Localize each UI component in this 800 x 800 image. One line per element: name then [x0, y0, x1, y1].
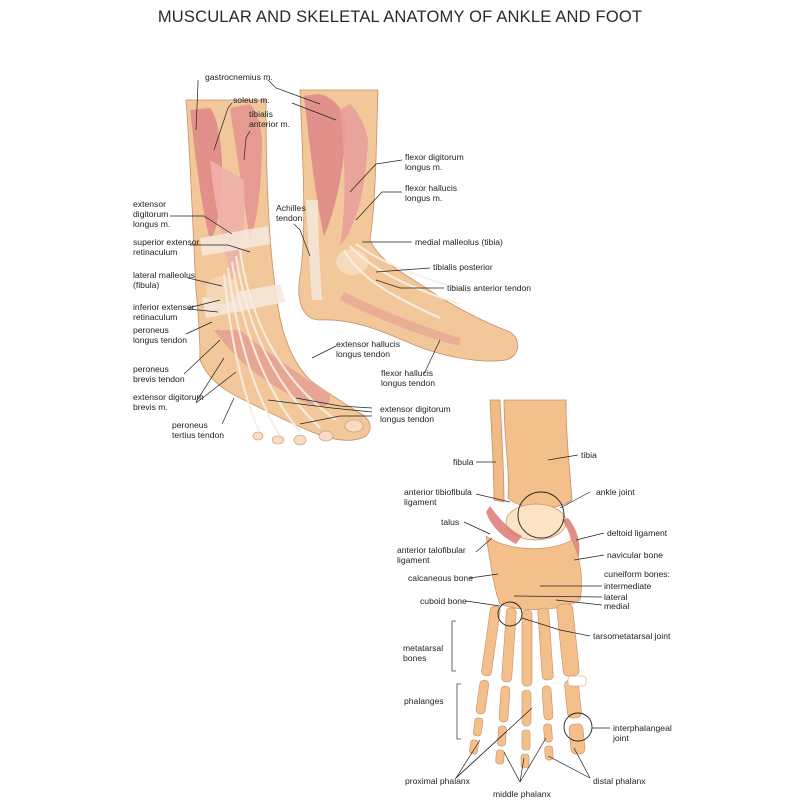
leg-medial-muscle-soleus — [304, 94, 346, 236]
label-per-tertius-1: peroneus — [172, 420, 208, 430]
label-ext-dig-brevis-2: brevis m. — [133, 402, 168, 412]
label-flex-hal-longus-tendon-1: flexor hallucis — [381, 368, 433, 378]
label-inf-ext-ret-1: inferior extensor — [133, 302, 195, 312]
label-talus: talus — [441, 517, 459, 527]
label-interphalangeal-2: joint — [612, 733, 629, 743]
label-flex-hal-longus-tendon-2: longus tendon — [381, 378, 435, 388]
label-lat-malleolus-2: (fibula) — [133, 280, 159, 290]
label-tib-posterior: tibialis posterior — [433, 262, 493, 272]
label-medial: medial — [604, 601, 629, 611]
label-flex-dig-longus-2: longus m. — [405, 162, 442, 172]
leader-lines-muscular — [170, 79, 444, 425]
label-tarsometatarsal: tarsometatarsal joint — [593, 631, 671, 641]
label-metatarsal-1: metatarsal — [403, 643, 443, 653]
label-intermediate: intermediate — [604, 581, 652, 591]
label-soleus: soleus m. — [233, 95, 270, 105]
medial-arch-muscle — [340, 292, 460, 346]
label-middle-phalanx: middle phalanx — [493, 789, 552, 799]
label-ankle-joint: ankle joint — [596, 487, 635, 497]
label-sup-ext-ret-1: superior extensor — [133, 237, 200, 247]
label-ext-dig-longus-tendon-2: longus tendon — [380, 414, 434, 424]
interphalangeal-joint-circle — [563, 712, 593, 742]
tarsal-mass — [485, 535, 582, 610]
metatarsal-bones — [481, 603, 580, 687]
label-per-brevis-2: brevis tendon — [133, 374, 185, 384]
label-per-longus-2: longus tendon — [133, 335, 187, 345]
inferior-retinaculum — [202, 284, 286, 318]
front-foot-toenails — [252, 419, 364, 446]
label-achilles-1: Achilles — [276, 203, 306, 213]
label-tibialis-anterior-2: anterior m. — [249, 119, 290, 129]
achilles-tendon-shape — [306, 200, 322, 300]
leg-medial-muscle-flexor — [340, 104, 368, 246]
label-ext-dig-longus-3: longus m. — [133, 219, 170, 229]
label-tibialis-anterior-1: tibialis — [249, 109, 273, 119]
label-ext-dig-longus-2: digitorum — [133, 209, 168, 219]
label-ant-talofibular-2: ligament — [397, 555, 430, 565]
label-ant-tibiofibula-1: anterior tibiofibula — [404, 487, 472, 497]
label-achilles-2: tendon — [276, 213, 303, 223]
label-per-tertius-2: tertius tendon — [172, 430, 224, 440]
label-ant-tibiofibula-2: ligament — [404, 497, 437, 507]
label-cuneiform: cuneiform bones: — [604, 569, 670, 579]
label-tibia: tibia — [581, 450, 597, 460]
label-ext-dig-longus-tendon-1: extensor digitorum — [380, 404, 451, 414]
superior-retinaculum — [200, 226, 270, 256]
label-flex-dig-longus-1: flexor digitorum — [405, 152, 464, 162]
label-gastrocnemius: gastrocnemius m. — [205, 72, 273, 82]
label-per-longus-1: peroneus — [133, 325, 169, 335]
medial-foot-tendons — [343, 243, 471, 319]
distal-phalanges — [469, 723, 586, 769]
labels-skeletal: fibula tibia anterior tibiofibula ligame… — [397, 450, 672, 799]
proximal-phalanges — [475, 679, 582, 727]
label-med-malleolus: medial malleolus (tibia) — [415, 237, 503, 247]
ankle-ligament-left — [486, 506, 522, 544]
label-flex-hal-longus-2: longus m. — [405, 193, 442, 203]
middle-phalanges — [472, 717, 553, 751]
label-interphalangeal-1: interphalangeal — [613, 723, 672, 733]
muscular-foot-medial-illustration — [298, 89, 519, 362]
ankle-joint-circle — [517, 491, 565, 539]
label-ext-hal-longus-tendon-2: longus tendon — [336, 349, 390, 359]
front-foot-tendons — [223, 249, 337, 439]
hallux-sesamoid-highlight — [567, 675, 587, 687]
label-per-brevis-1: peroneus — [133, 364, 169, 374]
label-flex-hal-longus-1: flexor hallucis — [405, 183, 457, 193]
label-proximal-phalanx: proximal phalanx — [405, 776, 471, 786]
label-fibula: fibula — [453, 457, 474, 467]
label-inf-ext-ret-2: retinaculum — [133, 312, 177, 322]
label-lateral: lateral — [604, 592, 627, 602]
label-cuboid: cuboid bone — [420, 596, 467, 606]
muscular-foot-front-illustration — [185, 99, 371, 446]
leader-lines-skeletal — [451, 454, 610, 783]
leg-front-muscle-gastrocnemius — [190, 108, 222, 240]
label-calcaneous: calcaneous bone — [408, 573, 473, 583]
label-navicular: navicular bone — [607, 550, 663, 560]
label-ext-hal-longus-tendon-1: extensor hallucis — [336, 339, 400, 349]
label-deltoid: deltoid ligament — [607, 528, 668, 538]
poster-title: MUSCULAR AND SKELETAL ANATOMY OF ANKLE A… — [157, 8, 643, 26]
skeletal-foot-illustration — [469, 399, 587, 769]
label-phalanges: phalanges — [404, 696, 444, 706]
label-lat-malleolus-1: lateral malleolus — [133, 270, 195, 280]
label-ext-dig-longus-1: extensor — [133, 199, 166, 209]
label-sup-ext-ret-2: retinaculum — [133, 247, 177, 257]
tarsometatarsal-joint-circle — [497, 601, 523, 627]
label-tib-anterior-tendon: tibialis anterior tendon — [447, 283, 531, 293]
label-ant-talofibular-1: anterior talofibular — [397, 545, 466, 555]
label-distal-phalanx: distal phalanx — [593, 776, 646, 786]
label-ext-dig-brevis-1: extensor digitorum — [133, 392, 204, 402]
labels-muscular: gastrocnemius m. soleus m. tibialis ante… — [133, 72, 531, 440]
leg-front-muscle-tibialis — [230, 104, 262, 240]
fibula-bone — [489, 399, 505, 503]
label-metatarsal-2: bones — [403, 653, 426, 663]
